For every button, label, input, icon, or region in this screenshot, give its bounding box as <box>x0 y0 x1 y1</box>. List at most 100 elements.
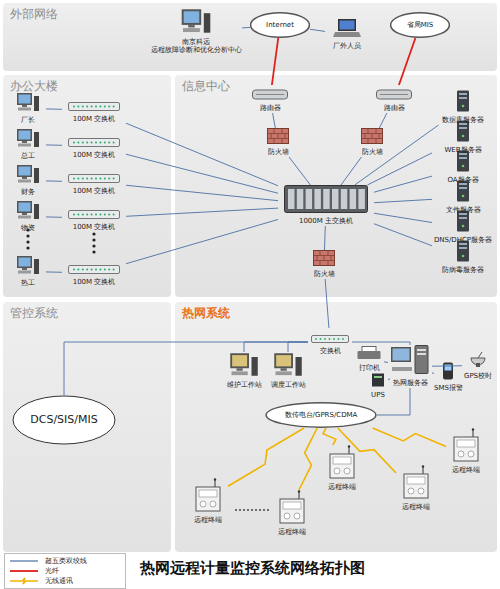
switch-icon <box>68 204 120 223</box>
laptop-icon <box>333 18 361 42</box>
switch-symbol <box>68 210 120 219</box>
cable-link <box>379 113 387 128</box>
cable-link <box>341 157 361 185</box>
ups-icon <box>371 372 385 391</box>
node-label: 总工 <box>21 152 35 160</box>
cable-link <box>46 216 62 217</box>
node-label: Internet <box>266 21 294 29</box>
legend-box: 超五类双绞线光纤无线通讯 <box>4 553 126 589</box>
router-symbol <box>252 89 288 100</box>
term-symbol <box>279 490 305 524</box>
core-switch: 1000M 主交换机 <box>278 185 374 226</box>
node-label: DNS/DHCP服务器 <box>434 236 492 244</box>
node-label: 热网服务器 <box>393 379 428 387</box>
pc-icon <box>16 92 40 116</box>
cable-link <box>374 224 432 246</box>
legend-swatch <box>9 577 41 585</box>
node-label: 路由器 <box>384 104 405 112</box>
node-label: 路由器 <box>260 104 281 112</box>
sms-symbol <box>442 362 454 380</box>
node-label: 防火墙 <box>314 270 335 278</box>
node-label: 交换机 <box>320 347 341 355</box>
wireless-link <box>323 428 336 445</box>
node-label: 100M 交换机 <box>73 278 116 286</box>
firewall-node: 防火墙 <box>258 128 298 157</box>
router-symbol <box>376 89 412 100</box>
node-label: 物资 <box>21 224 35 232</box>
node-label: WEB服务器 <box>444 146 481 154</box>
term-symbol <box>329 445 355 479</box>
wireless-link <box>299 428 317 490</box>
term-icon <box>279 490 305 528</box>
node-label: 1000M 主交换机 <box>299 217 353 225</box>
rack-icon <box>284 185 368 217</box>
firewall-icon <box>313 250 335 270</box>
node-label: OA服务器 <box>447 176 478 184</box>
term-icon <box>453 428 479 466</box>
center-icon <box>180 8 212 38</box>
workstation-node: 调度工作站 <box>266 352 310 390</box>
network-cloud: 数传电台/GPRS/CDMA <box>265 402 377 428</box>
switch-symbol <box>68 138 120 147</box>
system-ellipse: DCS/SIS/MIS <box>12 395 116 445</box>
server-icon <box>456 90 470 116</box>
server-node: WEB服务器 <box>432 120 494 155</box>
cable-link <box>46 144 62 145</box>
cable-link <box>126 219 278 263</box>
cable-link <box>126 185 278 200</box>
firewall-node: 防火墙 <box>304 250 344 279</box>
gps-node: GPS校时 <box>462 350 494 381</box>
cable-link <box>244 342 308 352</box>
region-heading: 办公大楼 <box>10 78 58 95</box>
router-node: 路由器 <box>248 85 292 113</box>
node-label: UPS <box>371 391 385 399</box>
hserver-symbol <box>390 345 430 375</box>
ws-symbol <box>229 352 259 377</box>
gps-symbol <box>469 350 487 368</box>
legend-row: 无线通讯 <box>9 576 121 586</box>
node-label: 远程终端 <box>278 528 306 536</box>
computer-node: 南京科远远程故障诊断和优化分析中心 <box>150 8 242 55</box>
router-icon <box>252 85 288 104</box>
terminal-node: 远程终端 <box>396 465 436 512</box>
pc-symbol <box>16 92 40 112</box>
cable-link <box>388 379 390 380</box>
server-symbol <box>456 90 470 112</box>
switch2-icon <box>311 328 349 347</box>
legend-swatch <box>9 557 41 565</box>
sms-node: SMS报警 <box>434 362 463 393</box>
firewall-symbol <box>267 128 289 144</box>
ws-icon <box>273 352 303 381</box>
pc-symbol <box>16 164 40 184</box>
switch-node: 100M 交换机 <box>62 204 126 232</box>
term-symbol <box>453 428 479 462</box>
pc-icon <box>16 255 40 279</box>
cable-link <box>289 157 310 185</box>
node-label: 远程终端 <box>328 483 356 491</box>
node-label: 打印机 <box>359 364 380 372</box>
switch-symbol <box>68 174 120 183</box>
region-panel: 办公大楼厂长总工财务物资热工100M 交换机100M 交换机100M 交换机10… <box>3 75 171 297</box>
pc-icon <box>16 200 40 224</box>
pc-node: 热工 <box>10 255 46 288</box>
network-cloud: 省局MIS <box>390 12 450 38</box>
laptop-symbol <box>333 18 361 38</box>
switch-symbol <box>68 102 120 111</box>
pc-node: 总工 <box>10 128 46 161</box>
printer-symbol <box>357 346 381 360</box>
node-label: DCS/SIS/MIS <box>30 414 97 427</box>
node-label: 100M 交换机 <box>73 115 116 123</box>
switch2-symbol <box>311 335 349 343</box>
fiber-link <box>399 38 416 85</box>
pc-node: 厂长 <box>10 92 46 125</box>
laptop-node: 厂外人员 <box>325 18 369 51</box>
router-icon <box>376 85 412 104</box>
switch-icon <box>68 132 120 151</box>
node-label: SMS报警 <box>434 384 463 392</box>
region-heading: 外部网络 <box>10 6 58 23</box>
switch-node: 100M 交换机 <box>62 96 126 124</box>
legend-row: 超五类双绞线 <box>9 556 121 566</box>
